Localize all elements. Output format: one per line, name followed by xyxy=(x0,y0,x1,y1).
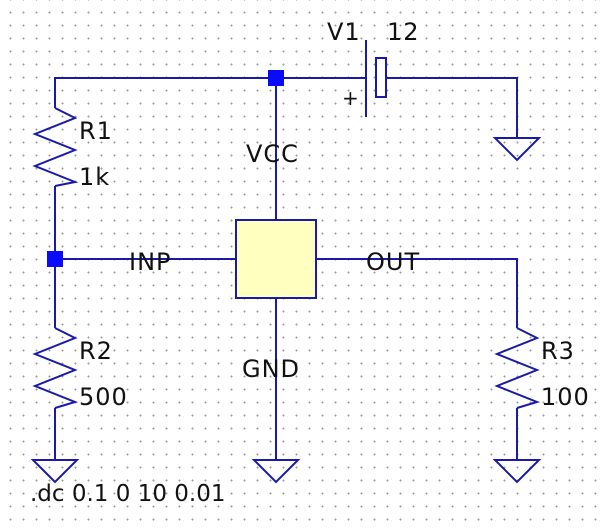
junction-vcc xyxy=(268,70,284,86)
subcircuit-block[interactable] xyxy=(235,219,317,299)
resistor-r2-name: R2 xyxy=(79,337,113,365)
junction-inp xyxy=(47,251,63,267)
wire-out[interactable] xyxy=(316,258,518,328)
pin-label-vcc: VCC xyxy=(246,140,299,168)
resistor-r1[interactable] xyxy=(32,107,79,187)
ground-symbol-r2[interactable] xyxy=(30,459,80,484)
resistor-r3-value: 100 xyxy=(541,383,590,411)
source-polarity-label: + xyxy=(342,86,359,110)
ground-symbol-block[interactable] xyxy=(251,459,301,484)
resistor-r3-name: R3 xyxy=(541,337,575,365)
resistor-r2-value: 500 xyxy=(79,383,128,411)
ground-symbol-source[interactable] xyxy=(492,137,542,162)
resistor-r2[interactable] xyxy=(32,327,79,409)
pin-label-gnd: GND xyxy=(242,355,300,383)
simulation-directive[interactable]: .dc 0.1 0 10 0.01 xyxy=(30,481,226,507)
source-value-label: 12 xyxy=(387,18,420,46)
resistor-r1-name: R1 xyxy=(79,117,113,145)
voltage-source-v1[interactable] xyxy=(365,40,387,117)
wire-top-rail[interactable] xyxy=(54,77,366,108)
wire-v1-to-ground[interactable] xyxy=(386,77,518,138)
pin-label-out: OUT xyxy=(366,248,420,276)
resistor-r3[interactable] xyxy=(494,327,541,409)
resistor-r1-value: 1k xyxy=(79,163,110,191)
pin-label-inp: INP xyxy=(129,248,172,276)
ground-symbol-r3[interactable] xyxy=(492,459,542,484)
source-name-label: V1 xyxy=(327,18,361,46)
